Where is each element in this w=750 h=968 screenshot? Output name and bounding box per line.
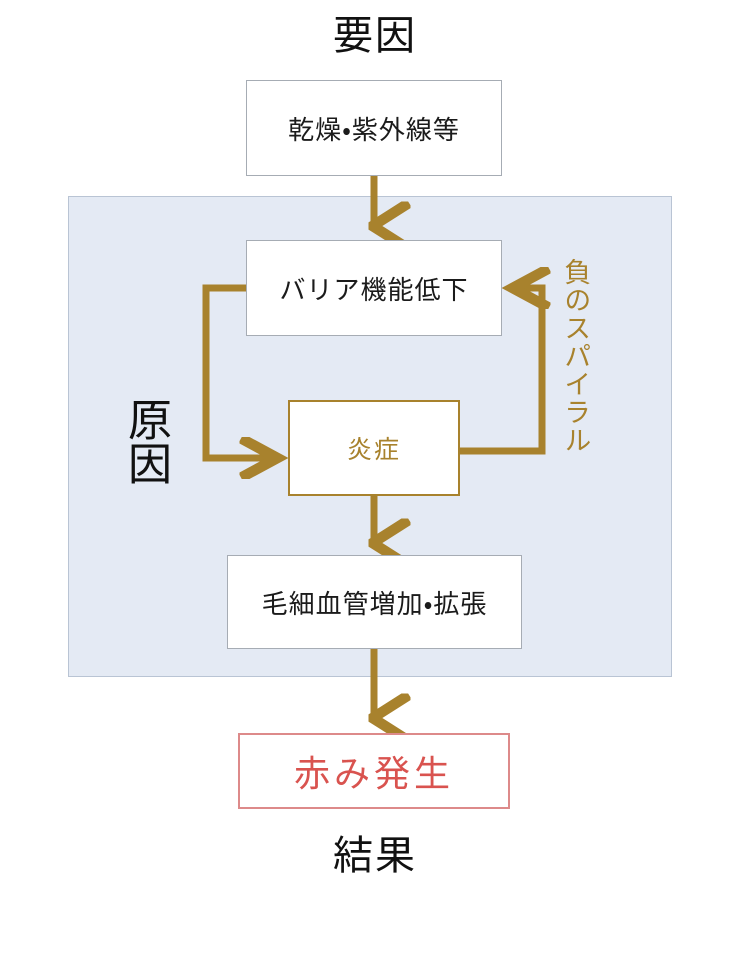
- node-barrier-label: バリア機能低下: [279, 275, 469, 305]
- node-capillary-increase[interactable]: 毛細血管増加・拡張: [227, 555, 522, 649]
- node-inflammation-label: 炎症: [346, 437, 401, 464]
- node-barrier-function-decline[interactable]: バリア機能低下: [246, 240, 502, 336]
- node-capillary-label: 毛細血管増加・拡張: [261, 589, 488, 619]
- node-inflammation[interactable]: 炎症: [288, 400, 460, 496]
- node-result-label: 赤み発生: [293, 754, 454, 794]
- negative-spiral-label: 負のスパイラル: [560, 258, 591, 454]
- cause-region-label: 原因: [121, 397, 170, 485]
- bottom-heading-result: 結果: [333, 833, 417, 878]
- node-redness-result[interactable]: 赤み発生: [238, 733, 510, 809]
- node-trigger-label: 乾燥・紫外線等: [288, 115, 460, 145]
- top-heading-factor: 要因: [333, 13, 417, 58]
- node-trigger[interactable]: 乾燥・紫外線等: [246, 80, 502, 176]
